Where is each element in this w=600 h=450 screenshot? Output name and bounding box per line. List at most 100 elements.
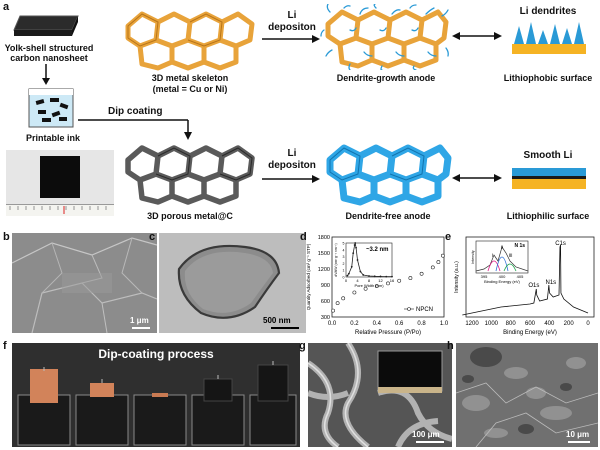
inset-annotation-d: ~3.2 nm bbox=[366, 247, 389, 253]
legend-label-d: NPCN bbox=[416, 307, 433, 313]
y-axis-label-d: Quantity Adsorbed (cm³ g⁻¹ STP) bbox=[306, 243, 311, 310]
inset-x-tick-e: 405 bbox=[517, 274, 524, 279]
x-tick-label-d: 0.4 bbox=[373, 321, 382, 327]
inset-peak-label-e: ii bbox=[501, 245, 503, 251]
inset-point-d bbox=[373, 275, 376, 278]
x-tick-label-d: 0.6 bbox=[395, 321, 404, 327]
right-arrow-top bbox=[262, 35, 320, 43]
inset-y-tick-d: 5 bbox=[343, 242, 345, 246]
x-tick-label-e: 1000 bbox=[485, 321, 499, 327]
inset-y-tick-d: 1 bbox=[343, 269, 345, 273]
inset-point-d bbox=[379, 275, 382, 278]
inset-point-d bbox=[353, 244, 356, 246]
x-tick-label-e: 600 bbox=[525, 321, 536, 327]
inset-point-d bbox=[350, 265, 353, 268]
inset-point-d bbox=[347, 272, 350, 275]
inset-x-tick-d: 16 bbox=[390, 278, 395, 283]
data-point-d bbox=[374, 284, 379, 288]
legend-marker-d bbox=[407, 307, 411, 311]
double-arrow-top bbox=[452, 32, 502, 40]
panel-label-c: c bbox=[149, 231, 156, 243]
coated-sheet bbox=[40, 156, 80, 198]
inset-peak-label-e: iii bbox=[509, 253, 512, 259]
data-point-d bbox=[352, 290, 357, 295]
x-tick-label-e: 400 bbox=[544, 321, 555, 327]
inset-point-d bbox=[368, 275, 370, 277]
inset-component-i-e bbox=[487, 260, 501, 272]
inset-y-tick-d: 4 bbox=[343, 248, 345, 252]
y-axis-label-e: Intensity (a.u.) bbox=[454, 261, 460, 293]
inset-component-ii-e bbox=[495, 256, 509, 272]
inset-point-d bbox=[346, 274, 349, 277]
data-point-d bbox=[335, 301, 340, 306]
porous-metal-label: 3D porous metal@C bbox=[147, 211, 233, 221]
inset-x-tick-e: 395 bbox=[481, 274, 488, 279]
y-tick-label-d: 1200 bbox=[318, 267, 330, 273]
data-point-d bbox=[419, 271, 424, 276]
inset-x-tick-d: 0 bbox=[345, 278, 348, 283]
lithiophobic-label: Lithiophobic surface bbox=[503, 73, 593, 83]
ruler bbox=[6, 204, 114, 216]
data-point-d bbox=[341, 296, 346, 301]
printable-ink-photo bbox=[6, 150, 114, 216]
inset-y-label-e: Intensity bbox=[471, 250, 475, 264]
inset-x-tick-d: 4 bbox=[356, 278, 359, 283]
scalebar-text-c: 500 nm bbox=[263, 316, 291, 325]
inset-peak-label-e: i bbox=[492, 253, 493, 259]
dip-coating-title: Dip-coating process bbox=[98, 347, 214, 361]
inset-point-d bbox=[391, 275, 393, 278]
inset-title-e: N 1s bbox=[514, 243, 525, 249]
inset-point-d bbox=[354, 242, 357, 244]
x-tick-label-e: 0 bbox=[586, 321, 590, 327]
tem-image-c: 500 nm bbox=[159, 233, 306, 333]
li-deposition-top-1: Li bbox=[287, 10, 297, 21]
carbon-nanosheet-illustration bbox=[13, 15, 79, 36]
porous-metal-carbon-illustration bbox=[125, 145, 255, 205]
sem-image-h: 10 μm bbox=[456, 343, 598, 447]
data-point-d bbox=[397, 278, 402, 283]
skeleton-label-1: 3D metal skeleton bbox=[151, 73, 229, 83]
inset-point-d bbox=[385, 275, 388, 278]
scalebar-c bbox=[271, 327, 299, 329]
inset-y-tick-d: 3 bbox=[343, 255, 345, 259]
right-arrow-bottom bbox=[262, 175, 320, 183]
y-tick-label-d: 600 bbox=[321, 299, 330, 305]
inset-point-d bbox=[352, 252, 355, 255]
dip-coating-photo: Dip-coating process bbox=[12, 343, 300, 447]
xps-spectrum-line-e bbox=[462, 244, 589, 316]
dip-coating-label: Dip coating bbox=[108, 106, 163, 117]
scalebar-text-b: 1 μm bbox=[130, 316, 149, 325]
data-point-d bbox=[436, 260, 441, 264]
scalebar-g bbox=[416, 441, 444, 443]
x-axis-label-e: Binding Energy (eV) bbox=[503, 330, 557, 336]
inset-y-label-d: dV/dW (cm³ g⁻¹ nm⁻¹) bbox=[334, 243, 338, 276]
inset-envelope-e bbox=[475, 246, 529, 272]
x-axis-label-d: Relative Pressure (P/Po) bbox=[355, 330, 421, 336]
inset-x-label-d: Pore Width (nm) bbox=[354, 283, 384, 288]
dendrite-free-label: Dendrite-free anode bbox=[345, 211, 431, 221]
inset-x-tick-e: 400 bbox=[499, 274, 506, 279]
dendrite-growth-label: Dendrite-growth anode bbox=[336, 73, 436, 83]
x-tick-label-d: 0.2 bbox=[350, 321, 359, 327]
inset-x-label-e: Binding Energy (eV) bbox=[484, 279, 520, 284]
scalebar-h bbox=[568, 441, 590, 443]
skeleton-label-2: (metal = Cu or Ni) bbox=[152, 84, 228, 94]
li-deposition-bottom-1: Li bbox=[287, 148, 297, 159]
x-tick-label-e: 800 bbox=[506, 321, 517, 327]
x-tick-label-d: 1.0 bbox=[440, 321, 449, 327]
dendrite-growth-illustration bbox=[320, 4, 449, 70]
inset-point-d bbox=[359, 270, 362, 273]
inset-point-d bbox=[356, 259, 359, 261]
panel-label-g: g bbox=[299, 340, 306, 352]
nanosheet-label-2: carbon nanosheet bbox=[10, 53, 88, 63]
panel-label-e: e bbox=[445, 231, 452, 243]
li-dendrites-label: Li dendrites bbox=[519, 6, 577, 17]
sem-image-g: 100 μm bbox=[308, 343, 452, 447]
inset-x-tick-d: 8 bbox=[368, 278, 371, 283]
data-point-d bbox=[363, 286, 368, 291]
peak-label-e: C1s bbox=[555, 241, 566, 247]
ink-beaker-illustration bbox=[28, 88, 74, 128]
double-arrow-bottom bbox=[452, 174, 502, 182]
x-tick-label-d: 0.0 bbox=[328, 321, 337, 327]
